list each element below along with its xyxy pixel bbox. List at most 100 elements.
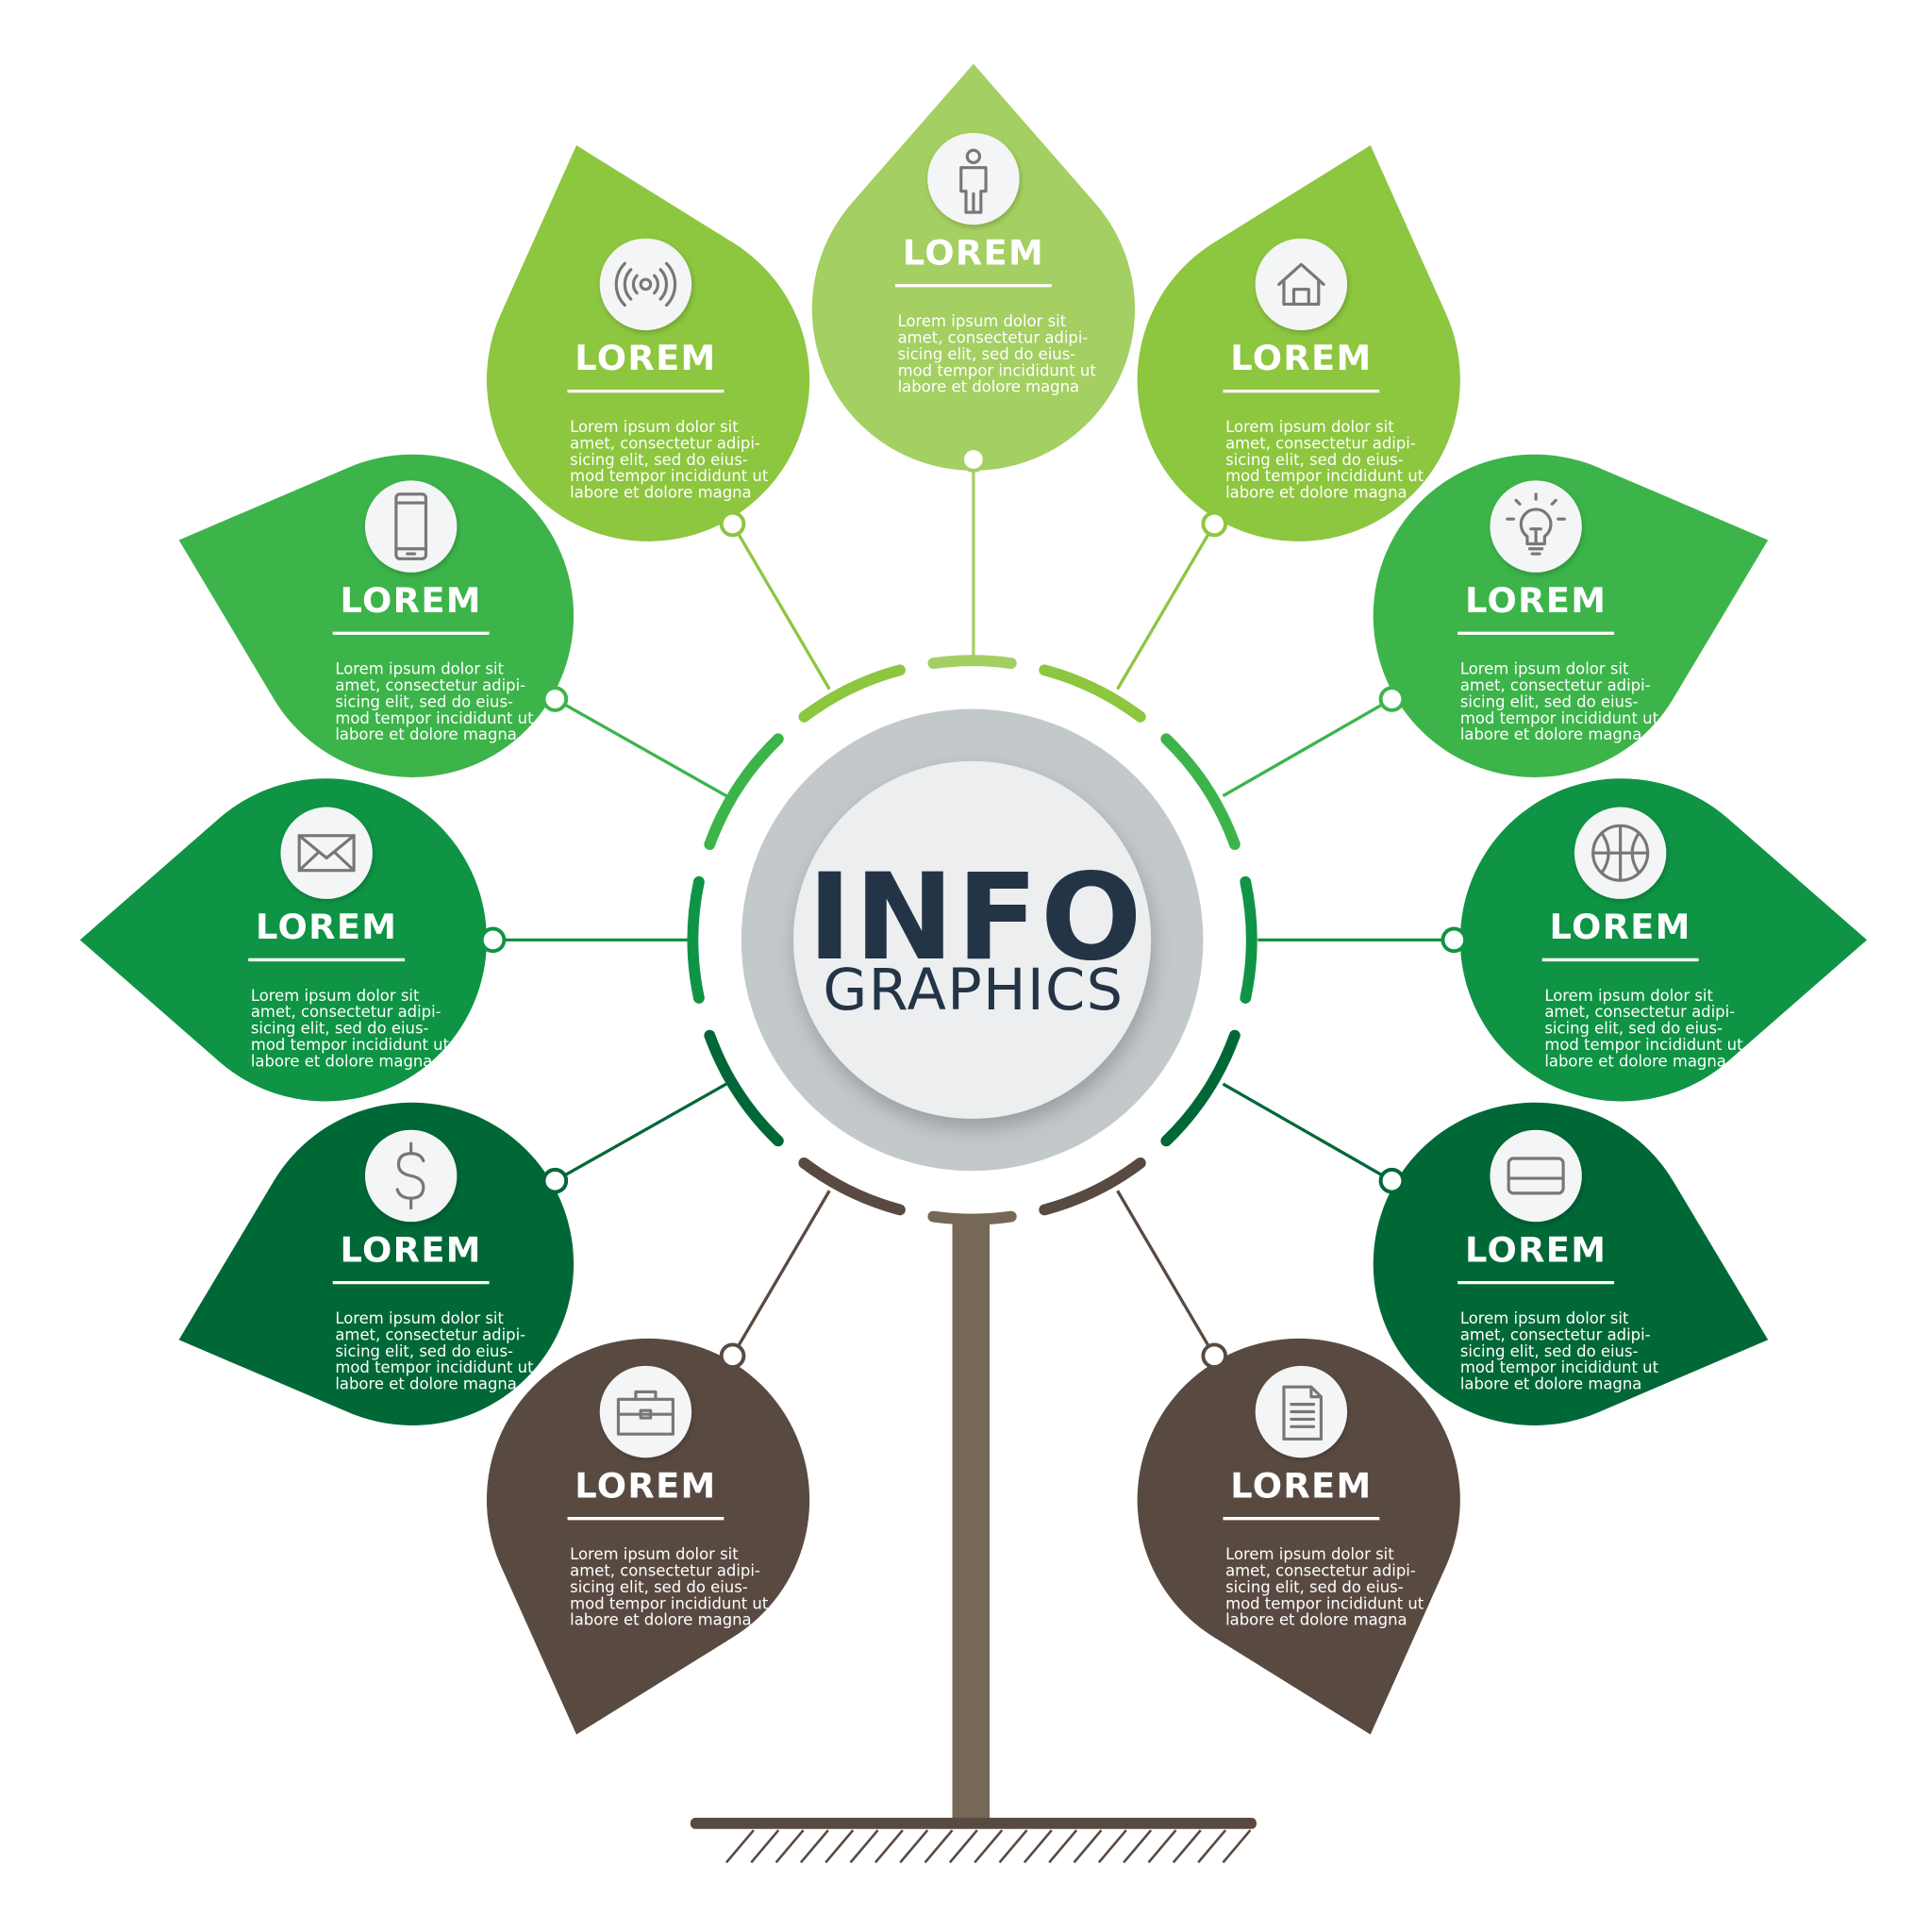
ring-segment (798, 1157, 906, 1216)
leaf-body-line: labore et dolore magna (1460, 1375, 1642, 1393)
hatch-line (1147, 1829, 1177, 1864)
leaf-shape (1137, 145, 1460, 541)
hatch-line (874, 1829, 904, 1864)
leaf-body-line: Lorem ipsum dolor sit (898, 312, 1067, 330)
leaf-body-line: amet, consectetur adipi- (1460, 1325, 1651, 1343)
leaf-body-line: mod tempor incididunt ut (1544, 1036, 1743, 1054)
leaf-title: LOREM (1465, 1229, 1607, 1270)
leaf-body-line: labore et dolore magna (1225, 484, 1407, 502)
leaf-body-line: labore et dolore magna (251, 1052, 433, 1070)
leaf-shape (79, 778, 487, 1102)
hatch-line (774, 1829, 805, 1864)
hatch-line (899, 1829, 929, 1864)
leaf-title: LOREM (1549, 907, 1690, 947)
hatch-line (1123, 1829, 1153, 1864)
leaf-body-line: labore et dolore magna (1460, 725, 1642, 743)
leaf-body-line: Lorem ipsum dolor sit (251, 987, 420, 1005)
leaf-shape (1137, 1338, 1460, 1735)
leaf-body-line: sicing elit, sed do eius- (1544, 1020, 1723, 1038)
connector-knob (541, 686, 569, 712)
leaf-title: LOREM (256, 907, 397, 947)
connector-lines (492, 458, 1455, 1357)
ring-segment (927, 655, 1017, 670)
leaf-body-line: amet, consectetur adipi- (570, 1562, 760, 1580)
leaf-body-line: mod tempor incididunt ut (570, 467, 769, 485)
ring-segment (798, 664, 906, 723)
hatch-line (824, 1829, 855, 1864)
leaf-body-line: sicing elit, sed do eius- (335, 1342, 513, 1360)
ground-line (690, 1817, 1257, 1829)
center-hub: INFO GRAPHICS (741, 708, 1204, 1172)
leaf-body-line: sicing elit, sed do eius- (570, 451, 748, 469)
leaf-body-line: amet, consectetur adipi- (898, 329, 1089, 347)
person-icon (959, 148, 988, 214)
leaf-body-line: Lorem ipsum dolor sit (1544, 987, 1713, 1005)
leaf-body-line: amet, consectetur adipi- (335, 1325, 525, 1343)
leaf-body-line: mod tempor incididunt ut (335, 1358, 534, 1376)
hatch-line (948, 1829, 978, 1864)
credit-card-icon (1507, 1157, 1565, 1195)
ring-segment (1039, 1157, 1146, 1216)
connector-lower-left (554, 1082, 727, 1183)
hatch-line (849, 1829, 879, 1864)
leaf-title: LOREM (575, 1465, 716, 1506)
ring-segment (704, 733, 784, 850)
icon-badge (1490, 1129, 1582, 1223)
leaf-body-line: labore et dolore magna (1225, 1611, 1407, 1629)
leaf-title: LOREM (903, 232, 1044, 273)
connector-knob (1378, 686, 1406, 712)
ring-segment (1039, 664, 1146, 723)
leaf-body-line: amet, consectetur adipi- (1460, 676, 1651, 694)
ring-segment (687, 875, 705, 1004)
leaf-shape (178, 454, 575, 777)
connector-knob (479, 926, 507, 954)
connector-bottom-right (1116, 1190, 1216, 1357)
briefcase-icon (616, 1390, 675, 1436)
home-icon (1277, 262, 1325, 307)
connector-knob (960, 446, 987, 473)
connector-mid-upper-right (1222, 697, 1393, 798)
connector-knob (719, 510, 746, 538)
leaf-body-line: Lorem ipsum dolor sit (335, 1309, 504, 1327)
hatch-line (1048, 1829, 1078, 1864)
hatch-line (998, 1829, 1028, 1864)
leaf-shape (811, 63, 1136, 471)
connector-knob (1378, 1167, 1406, 1194)
leaf-title: LOREM (1230, 1465, 1372, 1506)
leaf-body-line: sicing elit, sed do eius- (570, 1578, 748, 1596)
central-ring (687, 655, 1257, 1225)
hatch-line (1073, 1829, 1103, 1864)
icon-badge (599, 238, 692, 331)
leaf-body-line: sicing elit, sed do eius- (1225, 1578, 1404, 1596)
ring-segment (927, 1210, 1017, 1225)
connector-upper-left (731, 523, 831, 691)
leaf-shape (486, 145, 810, 541)
leaf-body-line: amet, consectetur adipi- (1225, 434, 1416, 452)
leaf-body-line: sicing elit, sed do eius- (251, 1020, 429, 1038)
leaf-body-line: mod tempor incididunt ut (898, 361, 1097, 379)
leaf-title: LOREM (341, 1229, 482, 1270)
leaf-body-line: amet, consectetur adipi- (251, 1003, 441, 1021)
leaf-shape (178, 1102, 575, 1425)
leaf-body-line: labore et dolore magna (570, 484, 752, 502)
leaf-body-line: mod tempor incididunt ut (251, 1036, 450, 1054)
leaf-body-line: mod tempor incididunt ut (570, 1594, 769, 1612)
leaf-body-line: Lorem ipsum dolor sit (570, 1545, 739, 1563)
connector-knob (719, 1342, 746, 1370)
leaf-body-line: amet, consectetur adipi- (570, 434, 760, 452)
hatch-line (750, 1829, 780, 1864)
signal-icon (614, 261, 677, 308)
tree-trunk (690, 1223, 1257, 1864)
connector-knob (1201, 510, 1228, 538)
hatch-line (1097, 1829, 1127, 1864)
leaf-body-line: labore et dolore magna (1544, 1052, 1726, 1070)
leaf-body-line: amet, consectetur adipi- (1544, 1003, 1735, 1021)
leaf-body-line: sicing elit, sed do eius- (1460, 692, 1639, 710)
ring-segment (1160, 1029, 1241, 1147)
